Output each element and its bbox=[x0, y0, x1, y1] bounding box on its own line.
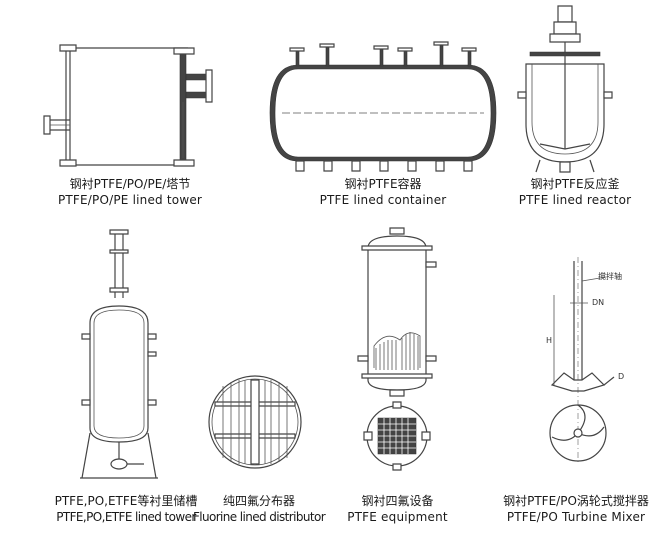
distributor-headers bbox=[215, 380, 295, 464]
caption-ptfe-equipment-en: PTFE equipment bbox=[347, 510, 448, 524]
storage-tank-vessel bbox=[82, 306, 156, 442]
distributor-branches bbox=[223, 380, 287, 464]
caption-ptfe-equipment-cn: 钢衬四氟设备 bbox=[361, 494, 434, 508]
mixer-label-top: 搅拌轴 bbox=[598, 271, 622, 281]
caption-distributor-en: Fluorine lined distributor bbox=[192, 510, 326, 524]
caption-turbine-mixer: 钢衬PTFE/PO涡轮式搅拌器 PTFE/PO Turbine Mixer bbox=[488, 493, 664, 525]
caption-lined-reactor-en: PTFE lined reactor bbox=[518, 193, 632, 207]
exchanger-tube-bundle bbox=[374, 332, 420, 370]
distributor-ring bbox=[209, 376, 301, 468]
tower-tee-section bbox=[174, 48, 212, 166]
container-shell bbox=[270, 65, 496, 161]
mixer-label-side: D bbox=[618, 372, 624, 381]
tower-side-nozzle bbox=[44, 116, 70, 134]
caption-lined-container: 钢衬PTFE容器 PTFE lined container bbox=[283, 176, 483, 208]
caption-lined-reactor: 钢衬PTFE反应釜 PTFE lined reactor bbox=[500, 176, 650, 208]
mixer-dimensions: 搅拌轴 DN H D bbox=[546, 271, 624, 385]
lined-storage-tank-drawing bbox=[70, 228, 180, 490]
caption-lined-storage-tank-cn: PTFE,PO,ETFE等衬里储槽 bbox=[54, 494, 198, 508]
caption-lined-reactor-cn: 钢衬PTFE反应釜 bbox=[530, 177, 620, 191]
container-top-nozzles bbox=[290, 42, 476, 66]
exchanger-shell bbox=[358, 228, 436, 396]
reactor-motor-drive bbox=[550, 6, 580, 52]
caption-lined-tower: 钢衬PTFE/PO/PE/塔节 PTFE/PO/PE lined tower bbox=[40, 176, 220, 208]
mixer-label-h: H bbox=[546, 336, 552, 345]
caption-lined-tower-en: PTFE/PO/PE lined tower bbox=[57, 193, 203, 207]
lined-reactor-drawing bbox=[510, 4, 620, 174]
caption-distributor: 纯四氟分布器 Fluorine lined distributor bbox=[184, 493, 334, 525]
turbine-mixer-drawing: 搅拌轴 DN H D bbox=[546, 255, 624, 475]
caption-turbine-mixer-en: PTFE/PO Turbine Mixer bbox=[506, 510, 646, 524]
storage-tank-support bbox=[80, 433, 158, 478]
caption-lined-container-en: PTFE lined container bbox=[319, 193, 447, 207]
caption-ptfe-equipment: 钢衬四氟设备 PTFE equipment bbox=[335, 493, 460, 525]
ptfe-equipment-drawing bbox=[350, 228, 445, 486]
distributor-drawing bbox=[205, 372, 305, 472]
storage-tank-vent-pipe bbox=[110, 230, 128, 298]
caption-lined-tower-cn: 钢衬PTFE/PO/PE/塔节 bbox=[69, 177, 191, 191]
mixer-plan-view bbox=[550, 405, 606, 461]
caption-turbine-mixer-cn: 钢衬PTFE/PO涡轮式搅拌器 bbox=[503, 494, 649, 508]
caption-lined-storage-tank-en: PTFE,PO,ETFE lined tower bbox=[56, 510, 196, 524]
lined-container-drawing bbox=[268, 38, 498, 173]
caption-lined-storage-tank: PTFE,PO,ETFE等衬里储槽 PTFE,PO,ETFE lined tow… bbox=[32, 493, 220, 525]
lined-tower-drawing bbox=[40, 40, 220, 175]
caption-distributor-cn: 纯四氟分布器 bbox=[222, 494, 295, 508]
caption-lined-container-cn: 钢衬PTFE容器 bbox=[344, 177, 422, 191]
exchanger-tubesheet-view bbox=[364, 402, 430, 470]
mixer-label-dn: DN bbox=[592, 298, 604, 307]
reactor-vessel bbox=[518, 52, 612, 172]
tower-pipe-body bbox=[60, 45, 188, 166]
container-bottom-nozzles bbox=[296, 161, 472, 171]
mixer-blades bbox=[552, 373, 614, 391]
